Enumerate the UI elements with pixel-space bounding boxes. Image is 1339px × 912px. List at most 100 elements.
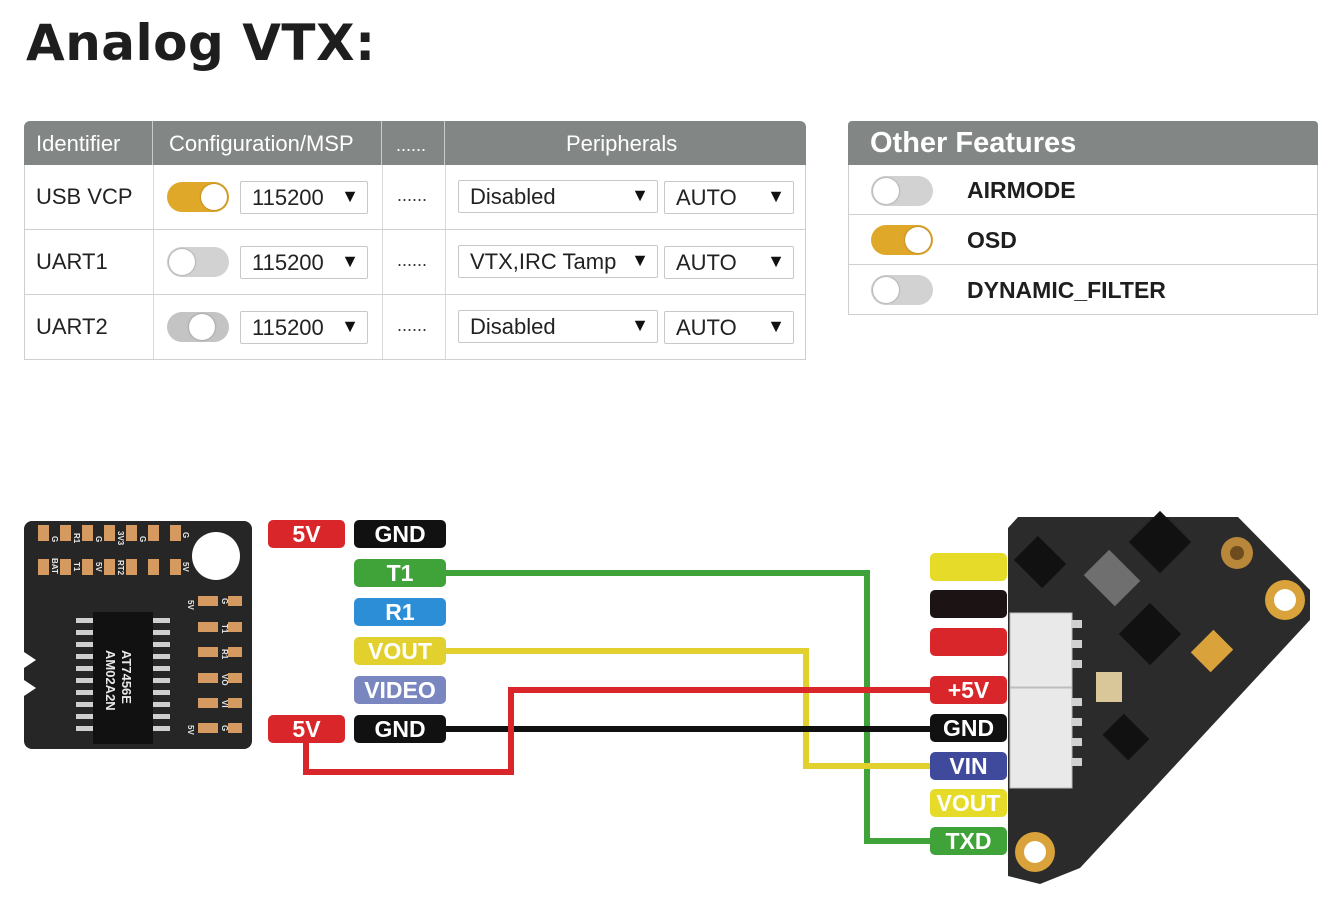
peripheral-value: VTX,IRC Tamp <box>470 249 617 274</box>
dropdown-arrow-icon: ▼ <box>631 250 649 270</box>
pin-label: GND <box>374 521 426 547</box>
pin-label: T1 <box>386 560 414 586</box>
pin-label: GND <box>942 715 995 741</box>
pad-label: 5V <box>94 562 103 572</box>
pad-label: G <box>220 725 229 731</box>
pad-label: BAT <box>50 558 59 574</box>
pin-label: R1 <box>385 599 415 625</box>
port-identifier: USB VCP <box>36 184 133 209</box>
speed-value: AUTO <box>676 315 737 340</box>
peripheral-select[interactable]: Disabled ▼ <box>458 180 658 213</box>
feature-row-airmode: AIRMODE <box>848 165 1318 215</box>
speed-select[interactable]: AUTO ▼ <box>664 311 794 344</box>
baud-value: 115200 <box>252 185 324 210</box>
left-pin-5v-top: 5V <box>268 520 345 548</box>
right-pin-red <box>930 628 1007 656</box>
pin-label: GND <box>374 716 426 742</box>
dots-cell: ...... <box>397 185 428 205</box>
speed-select[interactable]: AUTO ▼ <box>664 246 794 279</box>
msp-toggle[interactable] <box>167 182 229 212</box>
feature-row-osd: OSD <box>848 215 1318 265</box>
pad-label: G <box>94 536 103 542</box>
port-identifier: UART2 <box>36 314 108 339</box>
port-row-usb-vcp: USB VCP 115200 ▼ ...... Disabled ▼ AUTO … <box>24 165 806 230</box>
right-pin-vout: VOUT <box>930 789 1007 817</box>
wire-yellow-vout-vin <box>445 648 935 769</box>
dots-cell: ...... <box>397 315 428 335</box>
feature-label: DYNAMIC_FILTER <box>967 277 1166 303</box>
left-pin-gnd-bottom: GND <box>354 715 446 743</box>
left-pin-vout: VOUT <box>354 637 446 665</box>
msp-toggle[interactable] <box>167 312 229 342</box>
left-pin-5v-bottom: 5V <box>268 715 345 743</box>
other-features-panel: Other Features AIRMODE OSD DYNAMIC_FILTE… <box>848 121 1318 315</box>
pin-label: VIN <box>949 753 988 779</box>
ports-table-header: Identifier Configuration/MSP ...... Peri… <box>24 121 806 165</box>
right-pin-yellow <box>930 553 1007 581</box>
feature-label: OSD <box>967 227 1017 253</box>
right-pin-gnd: GND <box>930 714 1007 742</box>
page-title: Analog VTX: <box>26 14 376 72</box>
peripheral-value: Disabled <box>470 314 556 339</box>
pin-label: +5V <box>947 677 990 703</box>
peripheral-value: Disabled <box>470 184 556 209</box>
pin-label: VOUT <box>368 638 432 664</box>
pad-label: RT2 <box>116 560 125 576</box>
pad-label: T1 <box>220 624 229 634</box>
feature-row-dynamic-filter: DYNAMIC_FILTER <box>848 265 1318 315</box>
flight-controller-board <box>1008 510 1310 884</box>
dropdown-arrow-icon: ▼ <box>767 316 785 336</box>
other-features-header: Other Features <box>848 121 1318 165</box>
speed-value: AUTO <box>676 185 737 210</box>
pad-label: VI <box>220 700 229 708</box>
left-pin-video: VIDEO <box>354 676 446 704</box>
dropdown-arrow-icon: ▼ <box>767 251 785 271</box>
other-features-title: Other Features <box>870 127 1077 159</box>
pad-label: VO <box>220 674 229 686</box>
left-pin-r1: R1 <box>354 598 446 626</box>
header-dots: ...... <box>396 135 427 155</box>
dots-cell: ...... <box>397 250 428 270</box>
dropdown-arrow-icon: ▼ <box>631 315 649 335</box>
right-pin-txd: TXD <box>930 827 1007 855</box>
feature-label: AIRMODE <box>967 177 1076 203</box>
speed-value: AUTO <box>676 250 737 275</box>
header-identifier: Identifier <box>36 131 121 156</box>
vtx-module: AT7456E AM02A2N G R1 G 3V3 G G BAT T1 5V… <box>24 521 252 749</box>
baud-select[interactable]: 115200 ▼ <box>240 181 368 214</box>
dropdown-arrow-icon: ▼ <box>631 185 649 205</box>
right-pin-vin: VIN <box>930 752 1007 780</box>
peripheral-select[interactable]: VTX,IRC Tamp ▼ <box>458 245 658 278</box>
pad-label: T1 <box>72 562 81 572</box>
pin-label: VOUT <box>936 790 1001 816</box>
baud-value: 115200 <box>252 250 324 275</box>
pad-label: G <box>50 536 59 542</box>
port-identifier: UART1 <box>36 249 108 274</box>
speed-select[interactable]: AUTO ▼ <box>664 181 794 214</box>
pad-label: G <box>220 598 229 604</box>
dropdown-arrow-icon: ▼ <box>767 186 785 206</box>
pin-label: TXD <box>945 828 992 854</box>
pad-label: G <box>181 532 190 538</box>
feature-toggle[interactable] <box>871 275 933 305</box>
pad-label: 5V <box>186 725 195 735</box>
baud-select[interactable]: 115200 ▼ <box>240 311 368 344</box>
port-row-uart2: UART2 115200 ▼ ...... Disabled ▼ AUTO ▼ <box>24 295 806 360</box>
pad-label: 5V <box>186 600 195 610</box>
pin-label: VIDEO <box>364 677 436 703</box>
pad-label: R1 <box>72 533 81 544</box>
dropdown-arrow-icon: ▼ <box>341 316 359 336</box>
chip-text-1: AT7456E <box>119 650 134 704</box>
peripheral-select[interactable]: Disabled ▼ <box>458 310 658 343</box>
right-pin-black <box>930 590 1007 618</box>
feature-toggle[interactable] <box>871 176 933 206</box>
feature-toggle[interactable] <box>871 225 933 255</box>
dropdown-arrow-icon: ▼ <box>341 186 359 206</box>
chip-text-2: AM02A2N <box>103 650 118 711</box>
left-pin-t1: T1 <box>354 559 446 587</box>
pad-label: 3V3 <box>116 531 125 546</box>
pin-label: 5V <box>292 716 321 742</box>
msp-toggle[interactable] <box>167 247 229 277</box>
right-pin-plus5v: +5V <box>930 676 1007 704</box>
baud-select[interactable]: 115200 ▼ <box>240 246 368 279</box>
